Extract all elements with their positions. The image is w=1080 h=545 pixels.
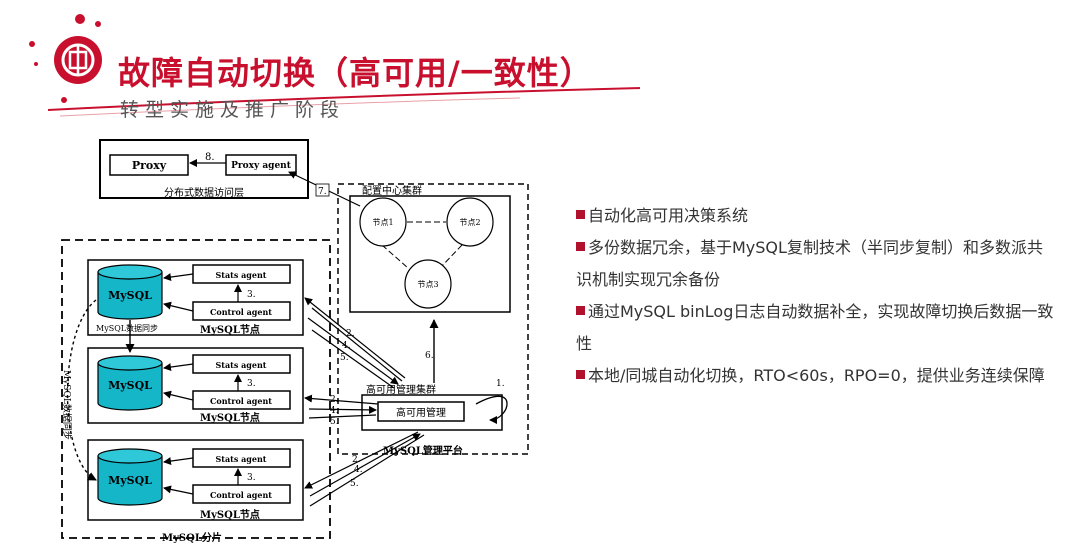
config-center-label: 配置中心集群 <box>362 184 422 197</box>
list-item-text: 多份数据冗余，基于MySQL复制技术（半同步复制）和多数派共识机制实现冗余备份 <box>576 238 1043 289</box>
node-1 <box>359 197 407 247</box>
step-4-label: 4. <box>342 341 351 351</box>
mysql-db-label: MySQL <box>108 379 152 392</box>
mgmt-platform-label: MySQL管理平台 <box>383 444 463 457</box>
feature-list: 自动化高可用决策系统 多份数据冗余，基于MySQL复制技术（半同步复制）和多数派… <box>576 200 1056 392</box>
architecture-diagram: Proxy Proxy agent 8. 分布式数据访问层 配置中心集群 节点1… <box>61 139 529 544</box>
mysql-sync-arc <box>66 299 97 481</box>
proxy-agent-box <box>225 154 297 176</box>
bullet-square-icon <box>576 210 585 219</box>
list-item: 通过MySQL binLog日志自动数据补全，实现故障切换后数据一致性 <box>576 296 1056 360</box>
step-8-label: 8. <box>205 152 215 163</box>
mysql-shard-label: MySQL分片 <box>162 531 222 544</box>
mysql-node-2: MySQL Stats agent Control agent 3. MySQL… <box>87 347 304 424</box>
mysql-shard-area: MySQL分片 <box>61 239 331 544</box>
bullet-square-icon <box>576 370 585 379</box>
list-item: 本地/同城自动化切换，RTO<60s，RPO=0，提供业务连续保障 <box>576 360 1056 392</box>
list-item: 自动化高可用决策系统 <box>576 200 1056 232</box>
control-agent-label: Control agent <box>210 490 272 500</box>
proxy-agent-label: Proxy agent <box>231 161 292 171</box>
node-2 <box>446 197 494 247</box>
mysql-node-label: MySQL节点 <box>200 323 260 336</box>
step-5-label: 5. <box>350 479 359 489</box>
step-7-label: 7. <box>318 187 327 197</box>
step-4-label: 4. <box>330 406 339 416</box>
step-6-label: 6. <box>425 351 434 361</box>
header-swoosh <box>47 87 641 111</box>
ha-cluster: 高可用管理集群 高可用管理 1. 6. MySQL管理平台 <box>361 319 508 457</box>
proxy-label: Proxy <box>132 159 167 172</box>
step-2-label: 2. <box>330 395 339 405</box>
ha-node-links <box>304 297 425 507</box>
node-2-label: 节点2 <box>459 218 480 227</box>
step-2-label: 2. <box>346 329 355 339</box>
access-layer: Proxy Proxy agent 8. 分布式数据访问层 <box>99 139 309 199</box>
step-3-label: 3. <box>247 379 256 389</box>
ha-manage-box <box>377 401 465 422</box>
decor-dot-icon <box>61 97 67 103</box>
stats-agent-label: Stats agent <box>215 360 266 370</box>
mysql-sync-caption: MySQL数据同步 <box>96 323 158 333</box>
step-4-label: 4. <box>354 465 363 475</box>
step-3-label: 3. <box>247 290 256 300</box>
page-title: 故障自动切换（高可用/一致性） <box>118 54 593 92</box>
mysql-db-label: MySQL <box>108 289 152 302</box>
bank-logo-icon <box>54 36 102 84</box>
node-1-label: 节点1 <box>372 218 393 227</box>
step-3-label: 3. <box>247 473 256 483</box>
step-2-label: 2. <box>352 455 361 465</box>
mysql-sync-side-label: MySQL数据同步 <box>61 370 73 440</box>
page-subtitle: 转型实施及推广阶段 <box>120 99 346 121</box>
list-item: 多份数据冗余，基于MySQL复制技术（半同步复制）和多数派共识机制实现冗余备份 <box>576 232 1056 296</box>
control-agent-label: Control agent <box>210 307 272 317</box>
mysql-db-label: MySQL <box>108 474 152 487</box>
stats-agent-label: Stats agent <box>215 270 266 280</box>
mysql-node-label: MySQL节点 <box>200 508 260 521</box>
ha-manage-label: 高可用管理 <box>396 406 446 419</box>
decor-dot-icon <box>75 14 85 24</box>
stats-agent-label: Stats agent <box>215 454 266 464</box>
step-1-label: 1. <box>496 379 505 389</box>
decor-dot-icon <box>95 21 101 27</box>
header-decoration <box>29 14 641 117</box>
node-3 <box>404 259 452 309</box>
list-item-text: 自动化高可用决策系统 <box>588 206 749 225</box>
list-item-text: 通过MySQL binLog日志自动数据补全，实现故障切换后数据一致性 <box>576 302 1054 353</box>
mysql-node-3: MySQL Stats agent Control agent 3. MySQL… <box>87 439 304 521</box>
list-item-text: 本地/同城自动化切换，RTO<60s，RPO=0，提供业务连续保障 <box>588 366 1045 385</box>
bullet-square-icon <box>576 242 585 251</box>
mysql-node-label: MySQL节点 <box>200 411 260 424</box>
header-swoosh-thin <box>59 97 521 117</box>
node-3-label: 节点3 <box>417 280 438 289</box>
decor-dot-icon <box>29 41 35 47</box>
bullet-square-icon <box>576 306 585 315</box>
ha-cluster-label: 高可用管理集群 <box>366 383 436 396</box>
step-5-label: 5. <box>340 353 349 363</box>
step-5-label: 5. <box>330 417 339 427</box>
mysql-node-1: MySQL MySQL数据同步 Stats agent Control agen… <box>87 259 304 336</box>
config-center-area: 配置中心集群 节点1 节点2 节点3 <box>337 183 529 455</box>
decor-dot-icon <box>34 62 38 66</box>
proxy-box <box>109 154 189 176</box>
control-agent-label: Control agent <box>210 396 272 406</box>
access-layer-label: 分布式数据访问层 <box>164 186 244 199</box>
